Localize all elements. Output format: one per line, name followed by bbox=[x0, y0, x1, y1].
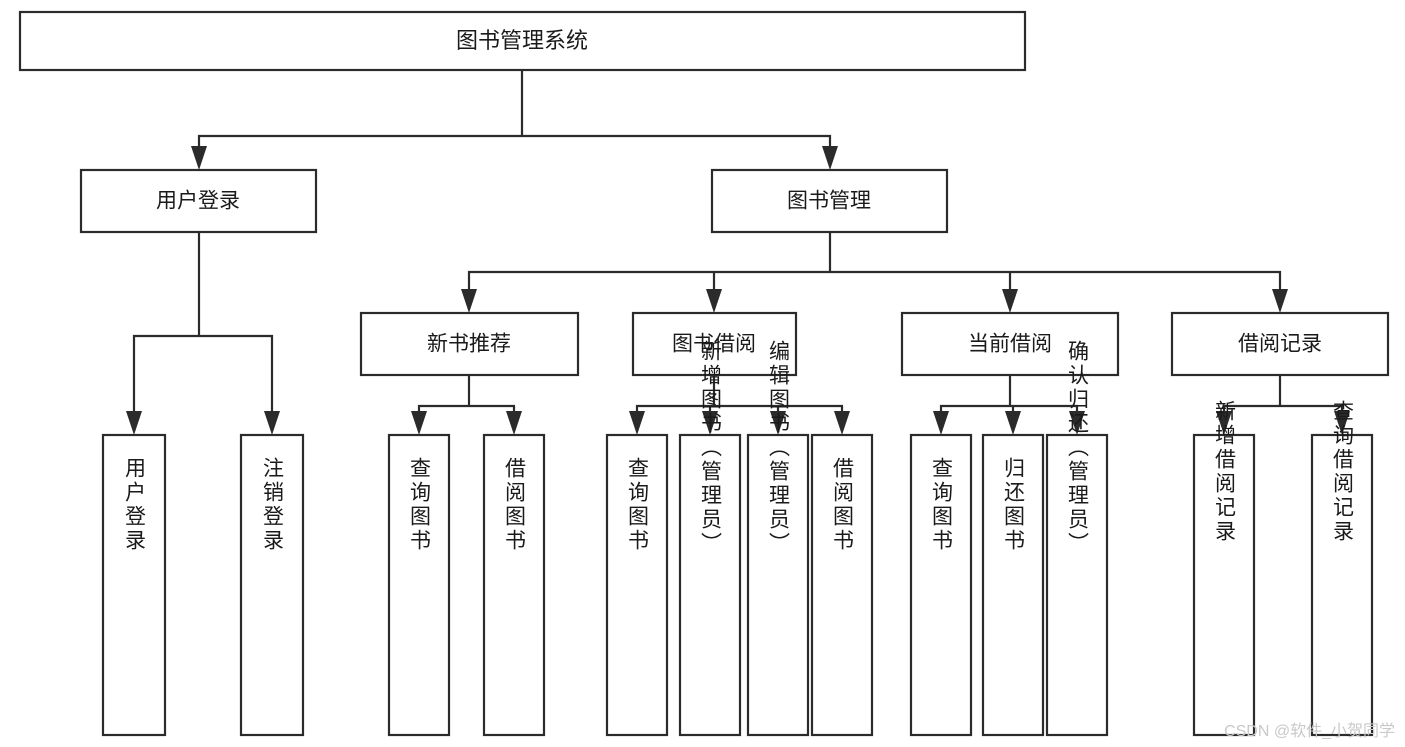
leaf-bookborrow-borrow-book[interactable]: 借阅图书 bbox=[810, 433, 874, 737]
node-new-book-recommend-label: 新书推荐 bbox=[427, 333, 511, 356]
leaf-borrowrecord-query-record-label: 查询借阅记录 bbox=[1331, 400, 1355, 544]
leaf-bookborrow-add-book-box bbox=[678, 433, 742, 737]
node-book-manage[interactable]: 图书管理 bbox=[710, 168, 949, 234]
leaf-user-login-label: 用户登录 bbox=[123, 457, 147, 553]
arrowhead-bookborrow-leaf-1 bbox=[629, 411, 645, 435]
leaf-newbook-borrow-book-label: 借阅图书 bbox=[503, 457, 527, 553]
node-root-label: 图书管理系统 bbox=[456, 28, 588, 53]
leaf-bookborrow-edit-book-label: 编辑图书（管理员） bbox=[767, 340, 791, 556]
node-user-login[interactable]: 用户登录 bbox=[79, 168, 318, 234]
arrowhead-to-leaf-logout bbox=[264, 411, 280, 435]
leaf-newbook-query-book-box bbox=[387, 433, 451, 737]
connector-userlogin-to-leaves bbox=[132, 230, 274, 425]
node-book-manage-box bbox=[710, 168, 949, 234]
node-book-borrow-label: 图书借阅 bbox=[672, 333, 756, 356]
leaf-bookborrow-borrow-book-label: 借阅图书 bbox=[831, 457, 855, 553]
arrowhead-to-leaf-user-login bbox=[126, 411, 142, 435]
arrowhead-bookborrow-leaf-4 bbox=[834, 411, 850, 435]
node-borrow-record-label: 借阅记录 bbox=[1238, 333, 1322, 356]
arrowhead-newbook-leaf-1 bbox=[411, 411, 427, 435]
node-book-borrow[interactable]: 图书借阅 bbox=[631, 311, 798, 377]
leaf-newbook-borrow-book[interactable]: 借阅图书 bbox=[482, 433, 546, 737]
leaf-user-login-box bbox=[101, 433, 167, 737]
leaf-newbook-query-book[interactable]: 查询图书 bbox=[387, 433, 451, 737]
leaf-borrowrecord-query-record[interactable]: 查询借阅记录 bbox=[1310, 400, 1374, 737]
node-current-borrow[interactable]: 当前借阅 bbox=[900, 311, 1120, 377]
leaf-bookborrow-query-book[interactable]: 查询图书 bbox=[605, 433, 669, 737]
arrowhead-to-book-manage bbox=[822, 146, 838, 170]
arrowhead-newbook-leaf-2 bbox=[506, 411, 522, 435]
leaf-newbook-borrow-book-box bbox=[482, 433, 546, 737]
watermark: CSDN @软件_小贺同学 bbox=[1224, 723, 1395, 740]
leaf-newbook-query-book-label: 查询图书 bbox=[408, 457, 432, 553]
leaf-currentborrow-confirm-return-box bbox=[1045, 433, 1109, 737]
leaf-currentborrow-confirm-return-label: 确认归还（管理员） bbox=[1066, 340, 1090, 556]
leaf-logout[interactable]: 注销登录 bbox=[239, 433, 305, 737]
node-user-login-label: 用户登录 bbox=[156, 190, 240, 213]
arrowhead-currentborrow-leaf-1 bbox=[933, 411, 949, 435]
leaf-logout-box bbox=[239, 433, 305, 737]
node-user-login-box bbox=[79, 168, 318, 234]
leaf-bookborrow-query-book-box bbox=[605, 433, 669, 737]
node-borrow-record[interactable]: 借阅记录 bbox=[1170, 311, 1390, 377]
leaf-currentborrow-query-book-box bbox=[909, 433, 973, 737]
leaf-bookborrow-edit-book-box bbox=[746, 433, 810, 737]
connector-newbook-to-leaves bbox=[417, 373, 516, 425]
arrowhead-to-new-book bbox=[461, 289, 477, 313]
leaf-currentborrow-confirm-return[interactable]: 确认归还（管理员） bbox=[1045, 340, 1109, 737]
node-root[interactable]: 图书管理系统 bbox=[18, 10, 1027, 72]
leaf-currentborrow-query-book[interactable]: 查询图书 bbox=[909, 433, 973, 737]
leaf-bookborrow-add-book[interactable]: 新增图书（管理员） bbox=[678, 340, 742, 737]
leaf-currentborrow-return-book-label: 归还图书 bbox=[1002, 457, 1026, 553]
arrowhead-to-current-borrow bbox=[1002, 289, 1018, 313]
leaf-bookborrow-add-book-label: 新增图书（管理员） bbox=[699, 340, 723, 556]
arrowhead-to-borrow-record bbox=[1272, 289, 1288, 313]
connector-bookmanage-to-level3 bbox=[467, 230, 1282, 303]
node-new-book-recommend-box bbox=[359, 311, 580, 377]
leaf-borrowrecord-add-record-label: 新增借阅记录 bbox=[1213, 400, 1237, 544]
leaf-currentborrow-return-book-box bbox=[981, 433, 1045, 737]
connector-layer bbox=[126, 68, 1350, 435]
arrowhead-currentborrow-leaf-2 bbox=[1005, 411, 1021, 435]
node-borrow-record-box bbox=[1170, 311, 1390, 377]
node-root-box bbox=[18, 10, 1027, 72]
leaf-borrowrecord-query-record-box bbox=[1310, 433, 1374, 737]
leaf-logout-label: 注销登录 bbox=[261, 457, 285, 553]
connector-bookborrow-to-leaves bbox=[635, 373, 844, 425]
node-current-borrow-box bbox=[900, 311, 1120, 377]
arrowhead-bookborrow-leaf-3 bbox=[770, 411, 786, 435]
arrowhead-to-book-borrow bbox=[706, 289, 722, 313]
leaf-bookborrow-borrow-book-box bbox=[810, 433, 874, 737]
connector-borrowrecord-to-leaves bbox=[1222, 373, 1344, 425]
leaf-currentborrow-return-book[interactable]: 归还图书 bbox=[981, 433, 1045, 737]
node-new-book-recommend[interactable]: 新书推荐 bbox=[359, 311, 580, 377]
leaf-borrowrecord-add-record-box bbox=[1192, 433, 1256, 737]
node-book-manage-label: 图书管理 bbox=[787, 190, 871, 213]
leaf-borrowrecord-add-record[interactable]: 新增借阅记录 bbox=[1192, 400, 1256, 737]
node-book-borrow-box bbox=[631, 311, 798, 377]
node-current-borrow-label: 当前借阅 bbox=[968, 333, 1052, 356]
arrowhead-bookborrow-leaf-2 bbox=[702, 411, 718, 435]
connector-root-to-level2 bbox=[197, 68, 832, 160]
arrowhead-to-user-login bbox=[191, 146, 207, 170]
arrowhead-borrowrecord-leaf-2 bbox=[1334, 411, 1350, 435]
arrowhead-currentborrow-leaf-3 bbox=[1069, 411, 1085, 435]
leaf-user-login[interactable]: 用户登录 bbox=[101, 433, 167, 737]
leaf-currentborrow-query-book-label: 查询图书 bbox=[930, 457, 954, 553]
leaf-bookborrow-query-book-label: 查询图书 bbox=[626, 457, 650, 553]
leaf-bookborrow-edit-book[interactable]: 编辑图书（管理员） bbox=[746, 340, 810, 737]
arrowhead-borrowrecord-leaf-1 bbox=[1216, 411, 1232, 435]
